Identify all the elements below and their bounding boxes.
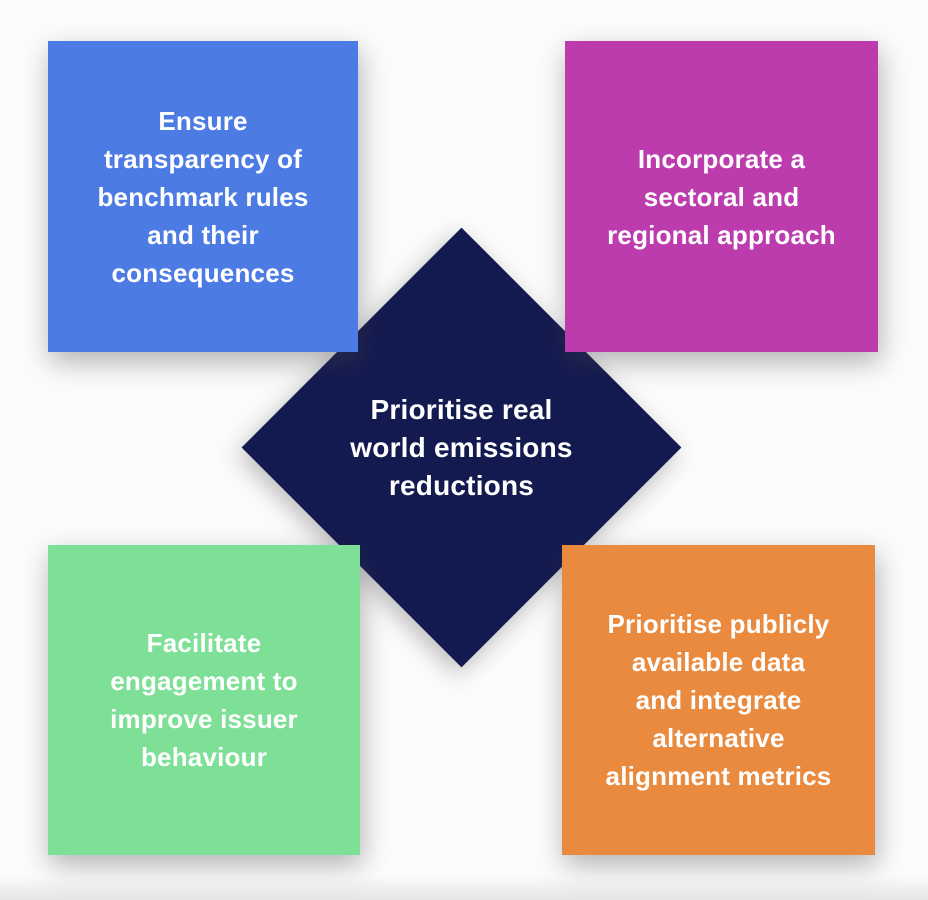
quadrant-bottom-left: Facilitate engagement to improve issuer … [48, 545, 360, 855]
quadrant-top-right: Incorporate a sectoral and regional appr… [565, 41, 878, 352]
quadrant-top-left: Ensure transparency of benchmark rules a… [48, 41, 358, 352]
quadrant-bottom-right: Prioritise publicly available data and i… [562, 545, 875, 855]
center-diamond-label: Prioritise real world emissions reductio… [350, 393, 573, 501]
quadrant-top-left-label: Ensure transparency of benchmark rules a… [97, 105, 309, 288]
quadrant-bottom-left-label: Facilitate engagement to improve issuer … [110, 628, 298, 772]
quadrant-top-right-label: Incorporate a sectoral and regional appr… [607, 143, 836, 250]
page-bottom-shadow [0, 876, 928, 900]
quadrant-bottom-right-label: Prioritise publicly available data and i… [605, 609, 832, 791]
